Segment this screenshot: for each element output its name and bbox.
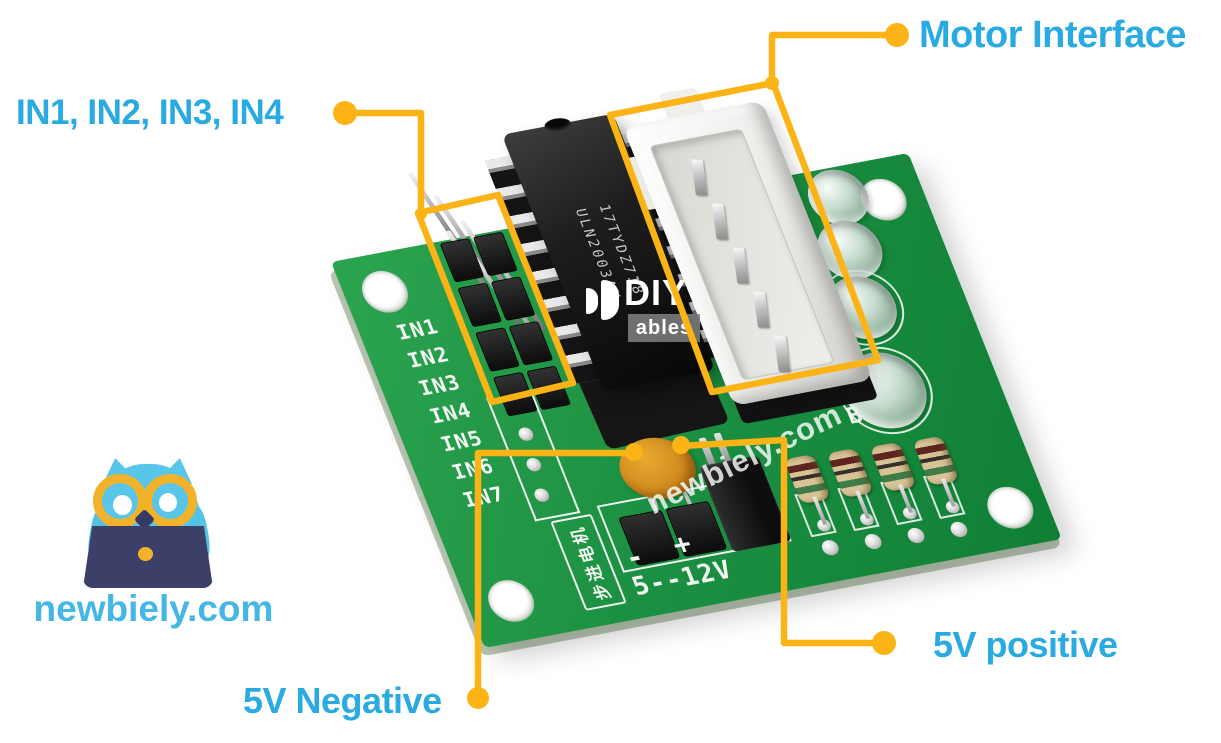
annotation-dot (415, 208, 427, 220)
logo-site-text: newbiely.com (33, 588, 274, 629)
diyables-watermark-top: DIY (624, 272, 688, 313)
callout-5v-negative: 5V Negative (243, 680, 442, 721)
owl-eye-icon (113, 495, 132, 515)
diyables-watermark-bottom: ables (635, 316, 693, 339)
annotation-line-in-pins (341, 109, 425, 215)
diyables-watermark: DIY ables (586, 272, 736, 346)
annotation-dot (872, 631, 896, 655)
diyables-logo-icon (586, 288, 598, 314)
chip-notch (542, 116, 573, 134)
callout-motor-interface: Motor Interface (919, 14, 1186, 56)
annotation-line-motor (768, 31, 901, 82)
annotation-dot (333, 101, 357, 125)
callout-5v-positive: 5V positive (933, 624, 1118, 665)
newbiely-logo: newbiely.com (26, 448, 281, 638)
diyables-watermark-badge: ables (628, 314, 700, 342)
owl-eye-icon (159, 493, 177, 512)
annotation-dot (765, 76, 779, 90)
diyables-logo-icon (601, 280, 619, 320)
owl-glasses-bridge-icon (137, 489, 151, 499)
callout-in-pins: IN1, IN2, IN3, IN4 (16, 93, 284, 132)
owl-glasses-icon (93, 474, 147, 528)
annotation-dot (885, 23, 909, 47)
laptop-logo-dot-icon (138, 547, 153, 561)
annotation-dot (467, 687, 489, 709)
pcb-board: IN1 IN2 IN3 IN4 IN5 IN6 IN7 步进电机 - + 5--… (328, 87, 1062, 657)
